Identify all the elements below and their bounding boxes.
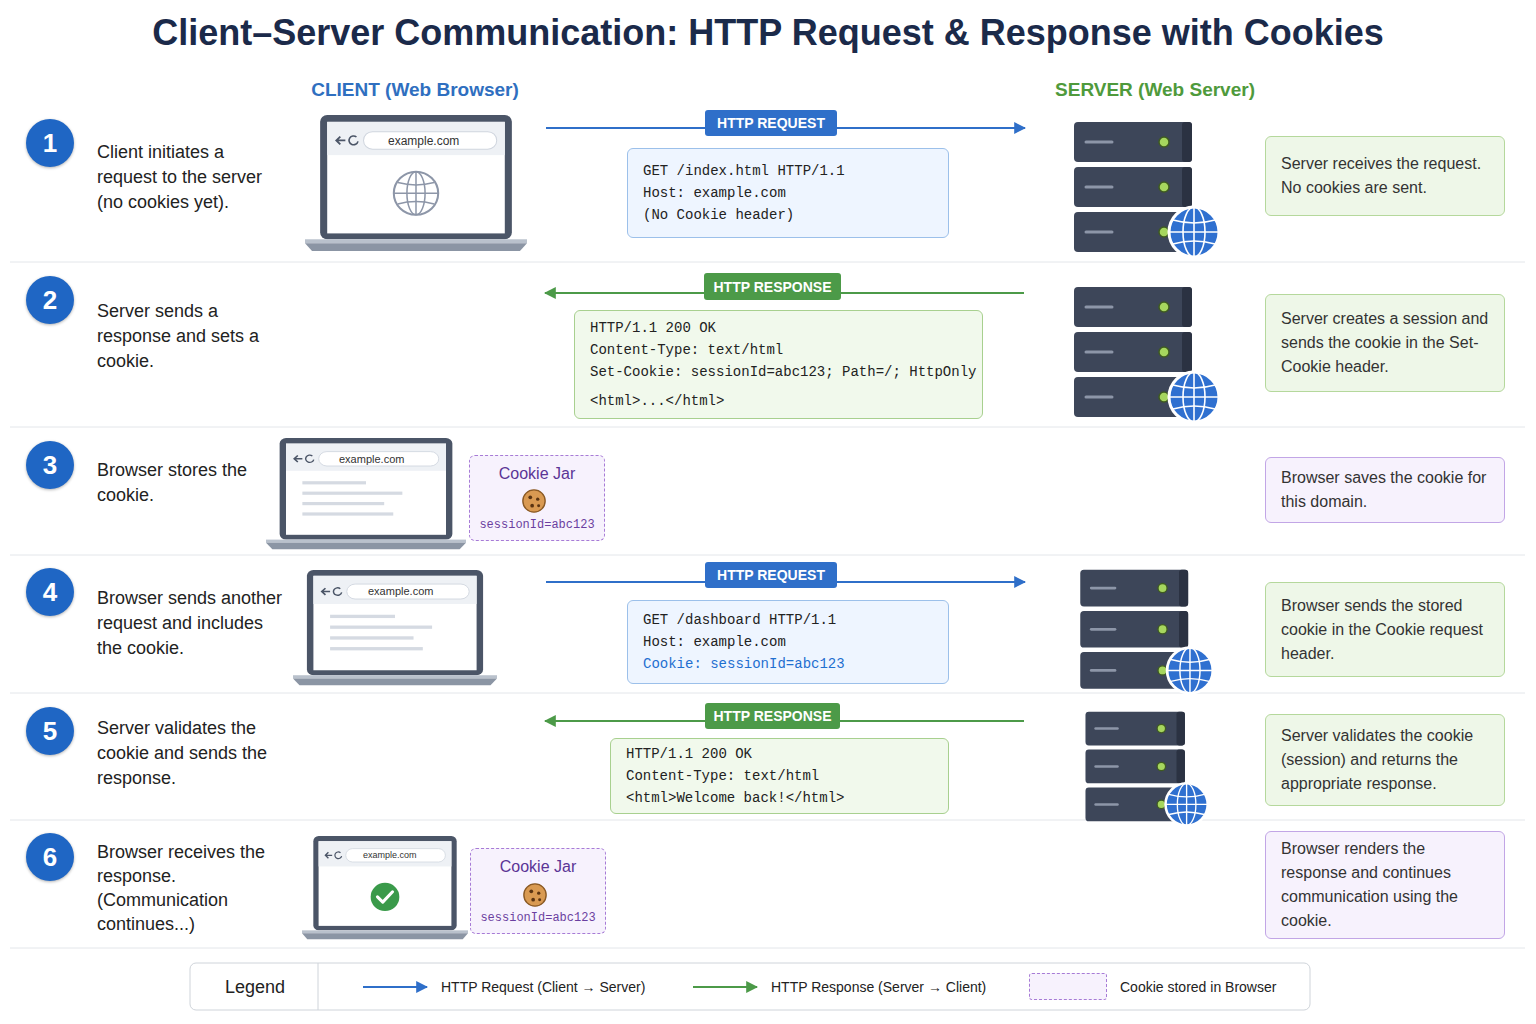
node-text: Server creates a session and sends the c… <box>1281 307 1489 379</box>
node-text: GET /dashboard HTTP/1.1 <box>643 609 933 631</box>
servers <box>1074 122 1219 825</box>
node-text: Host: example.com <box>643 631 933 653</box>
cookie-icon <box>524 884 546 906</box>
node-text: Content-Type: text/html <box>590 339 967 361</box>
step-description: Browser stores the cookie. <box>97 458 287 508</box>
node-text: 6 <box>43 842 57 873</box>
step-number: 2 <box>26 276 74 324</box>
node-text: 3 <box>43 450 57 481</box>
http-response-box: HTTP/1.1 200 OKContent-Type: text/htmlSe… <box>574 310 983 419</box>
legend-text: Cookie stored in Browser <box>1120 978 1276 996</box>
step-description: Browser receives the response. (Communic… <box>97 840 287 936</box>
step-number: 5 <box>26 707 74 755</box>
diagram-title: Client–Server Communication: HTTP Reques… <box>0 12 1536 54</box>
step-description: Server sends a response and sets a cooki… <box>97 299 287 374</box>
laptop-icon <box>305 115 527 251</box>
http-request-box: GET /index.html HTTP/1.1Host: example.co… <box>627 148 949 238</box>
node-text: Browser renders the response and continu… <box>1281 837 1489 933</box>
node-text: Browser sends the stored cookie in the C… <box>1281 594 1489 666</box>
node-text: HTTP/1.1 200 OK <box>626 743 933 765</box>
laptop-icon <box>266 438 466 549</box>
legend-heading: Legend <box>200 976 310 998</box>
url-text: example.com <box>363 849 453 862</box>
server-note-box: Server validates the cookie (session) an… <box>1265 714 1505 806</box>
node-text: sessionId=abc123 <box>480 910 595 926</box>
node-text: HTTP/1.1 200 OK <box>590 317 967 339</box>
legend-request-arrow <box>363 986 427 988</box>
server-icon <box>1074 287 1219 422</box>
legend-swatch <box>1029 973 1107 1000</box>
server-icon <box>1080 570 1213 693</box>
node-text: Cookie: sessionId=abc123 <box>643 653 933 675</box>
cookie-icon <box>523 490 545 512</box>
request-tag: HTTP REQUEST <box>705 562 837 588</box>
response-tag: HTTP RESPONSE <box>705 703 840 729</box>
node-text: Cookie Jar <box>500 857 576 877</box>
node-text: HTTP REQUEST <box>717 567 825 583</box>
step-description: Browser sends another request and includ… <box>97 586 287 661</box>
step-description: Server validates the cookie and sends th… <box>97 716 287 791</box>
message-arrows <box>545 128 1025 721</box>
row-separators <box>10 262 1525 948</box>
node-text: Set-Cookie: sessionId=abc123; Path=/; Ht… <box>590 361 967 383</box>
node-text: HTTP REQUEST <box>717 115 825 131</box>
http-request-box: GET /dashboard HTTP/1.1Host: example.com… <box>627 600 949 684</box>
step-number: 4 <box>26 568 74 616</box>
node-text: Cookie Jar <box>499 464 575 484</box>
node-text: <html>Welcome back!</html> <box>626 787 933 809</box>
step-number: 3 <box>26 441 74 489</box>
server-note-box: Server receives the request. No cookies … <box>1265 136 1505 216</box>
url-text: example.com <box>339 452 439 466</box>
legend-response-arrow <box>693 986 757 988</box>
header: CLIENT (Web Browser) <box>265 78 565 102</box>
step-number: 6 <box>26 833 74 881</box>
node-text: Content-Type: text/html <box>626 765 933 787</box>
request-tag: HTTP REQUEST <box>705 110 837 136</box>
node-text: GET /index.html HTTP/1.1 <box>643 160 933 182</box>
node-text: Server validates the cookie (session) an… <box>1281 724 1489 796</box>
server-icon <box>1085 712 1207 826</box>
response-tag: HTTP RESPONSE <box>704 273 841 300</box>
server-note-box: Server creates a session and sends the c… <box>1265 294 1505 392</box>
step-description: Client initiates a request to the server… <box>97 140 287 215</box>
cookie-jar-box: Cookie Jar sessionId=abc123 <box>470 848 606 934</box>
url-text: example.com <box>368 584 468 599</box>
http-response-box: HTTP/1.1 200 OKContent-Type: text/html<h… <box>610 738 949 814</box>
node-text: Browser saves the cookie for this domain… <box>1281 466 1489 514</box>
legend-text: HTTP Response (Server → Client) <box>771 978 986 996</box>
node-text: HTTP RESPONSE <box>714 708 832 724</box>
node-text: 2 <box>43 285 57 316</box>
browser-note-box: Browser saves the cookie for this domain… <box>1265 457 1505 523</box>
server-icon <box>1074 122 1219 257</box>
node-text: (No Cookie header) <box>643 204 933 226</box>
node-text: 4 <box>43 577 57 608</box>
node-text: 1 <box>43 128 57 159</box>
node-text: sessionId=abc123 <box>479 517 594 533</box>
step-number: 1 <box>26 119 74 167</box>
node-text: Host: example.com <box>643 182 933 204</box>
node-text: <html>...</html> <box>590 390 967 412</box>
legend-frame <box>190 963 1310 1010</box>
node-text: HTTP RESPONSE <box>714 279 832 295</box>
node-text: Server receives the request. No cookies … <box>1281 152 1489 200</box>
legend-text: HTTP Request (Client → Server) <box>441 978 645 996</box>
url-text: example.com <box>388 132 498 150</box>
server-note-box: Browser sends the stored cookie in the C… <box>1265 582 1505 677</box>
node-text: 5 <box>43 716 57 747</box>
laptop-icon <box>302 836 468 939</box>
laptop-icon <box>293 570 497 685</box>
header: SERVER (Web Server) <box>1005 78 1305 102</box>
cookie-jar-box: Cookie Jar sessionId=abc123 <box>469 455 605 541</box>
browser-note-box: Browser renders the response and continu… <box>1265 831 1505 939</box>
